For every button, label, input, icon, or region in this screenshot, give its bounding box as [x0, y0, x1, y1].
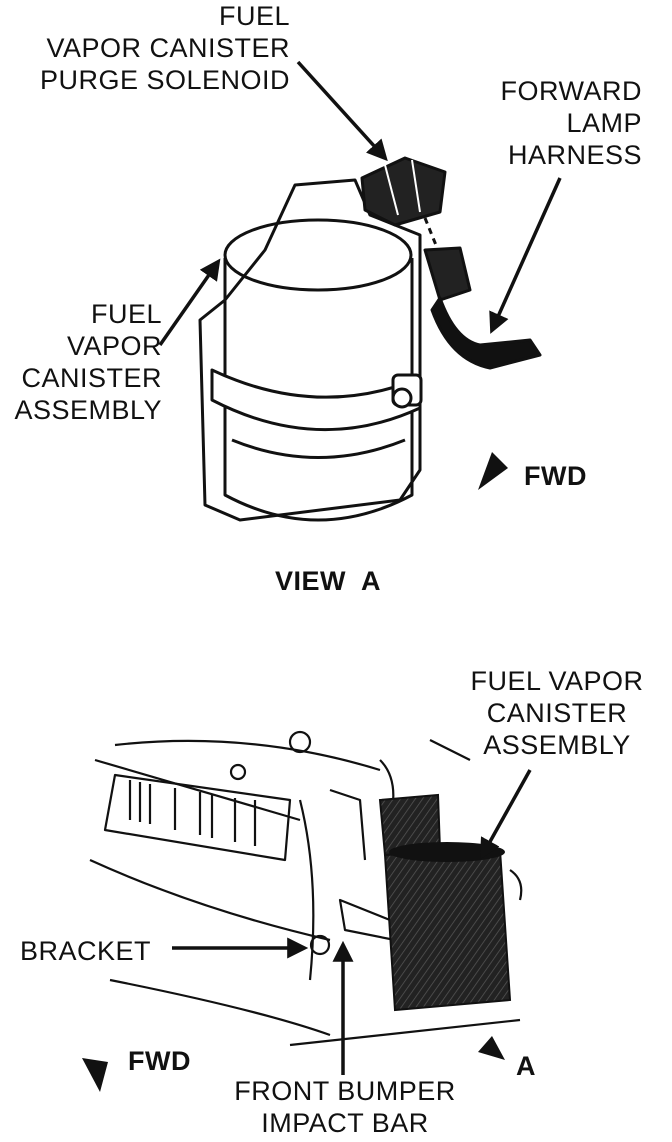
lamp-harness-line-2: LAMP	[566, 108, 642, 138]
vehicle-canister-label: FUEL VAPOR CANISTER ASSEMBLY	[452, 665, 662, 761]
purge-solenoid-line-3: PURGE SOLENOID	[39, 65, 290, 95]
canister-assembly-line-4: ASSEMBLY	[14, 395, 162, 425]
vehicle-canister-line-2: CANISTER	[486, 698, 628, 728]
lamp-harness-line-3: HARNESS	[507, 140, 642, 170]
purge-solenoid-label: FUEL VAPOR CANISTER PURGE SOLENOID	[18, 0, 290, 96]
view-a-drawing	[198, 156, 542, 522]
vehicle-canister-line-1: FUEL VAPOR	[470, 666, 644, 696]
bumper-line-1: FRONT BUMPER	[234, 1076, 456, 1106]
bumper-line-2: IMPACT BAR	[261, 1108, 429, 1138]
view-a-marker-label: A	[516, 1051, 536, 1081]
view-a-marker-arrow	[478, 1036, 505, 1060]
vehicle-canister-line-3: ASSEMBLY	[483, 730, 631, 760]
view-a-caption: VIEW A	[275, 566, 382, 596]
canister-assembly-arrow	[158, 258, 221, 347]
view-a-leaders	[158, 60, 562, 347]
canister-assembly-label: FUEL VAPOR CANISTER ASSEMBLY	[0, 298, 162, 426]
lamp-harness-arrow	[489, 177, 562, 334]
purge-solenoid-arrow	[296, 60, 388, 162]
vehicle-canister-arrow	[479, 769, 532, 860]
canister-top	[223, 218, 413, 292]
fwd-label-view-a: FWD	[524, 461, 587, 491]
canister-body	[223, 258, 414, 522]
harness-connector	[423, 246, 542, 370]
canister-strap	[210, 368, 422, 432]
purge-solenoid-line-2: VAPOR CANISTER	[46, 33, 290, 63]
vehicle-drawing	[89, 730, 523, 1047]
vehicle-leaders	[172, 769, 532, 1075]
purge-solenoid	[360, 156, 447, 227]
fwd-arrow-view-a	[478, 452, 508, 490]
bumper-label: FRONT BUMPER IMPACT BAR	[215, 1075, 475, 1139]
canister-assembly-line-2: VAPOR	[66, 331, 162, 361]
fwd-arrow-vehicle	[82, 1058, 108, 1092]
fwd-label-vehicle: FWD	[128, 1046, 191, 1076]
bracket-bolt	[309, 934, 331, 956]
canister-assembly-line-1: FUEL	[90, 299, 162, 329]
purge-solenoid-line-1: FUEL	[218, 1, 290, 31]
forward-lamp-harness-label: FORWARD LAMP HARNESS	[470, 75, 642, 171]
canister-assembly-line-3: CANISTER	[21, 363, 162, 393]
lamp-harness-line-1: FORWARD	[500, 76, 642, 106]
vehicle-canister	[378, 793, 512, 1012]
bracket-label: BRACKET	[20, 936, 152, 966]
grille	[103, 773, 292, 862]
